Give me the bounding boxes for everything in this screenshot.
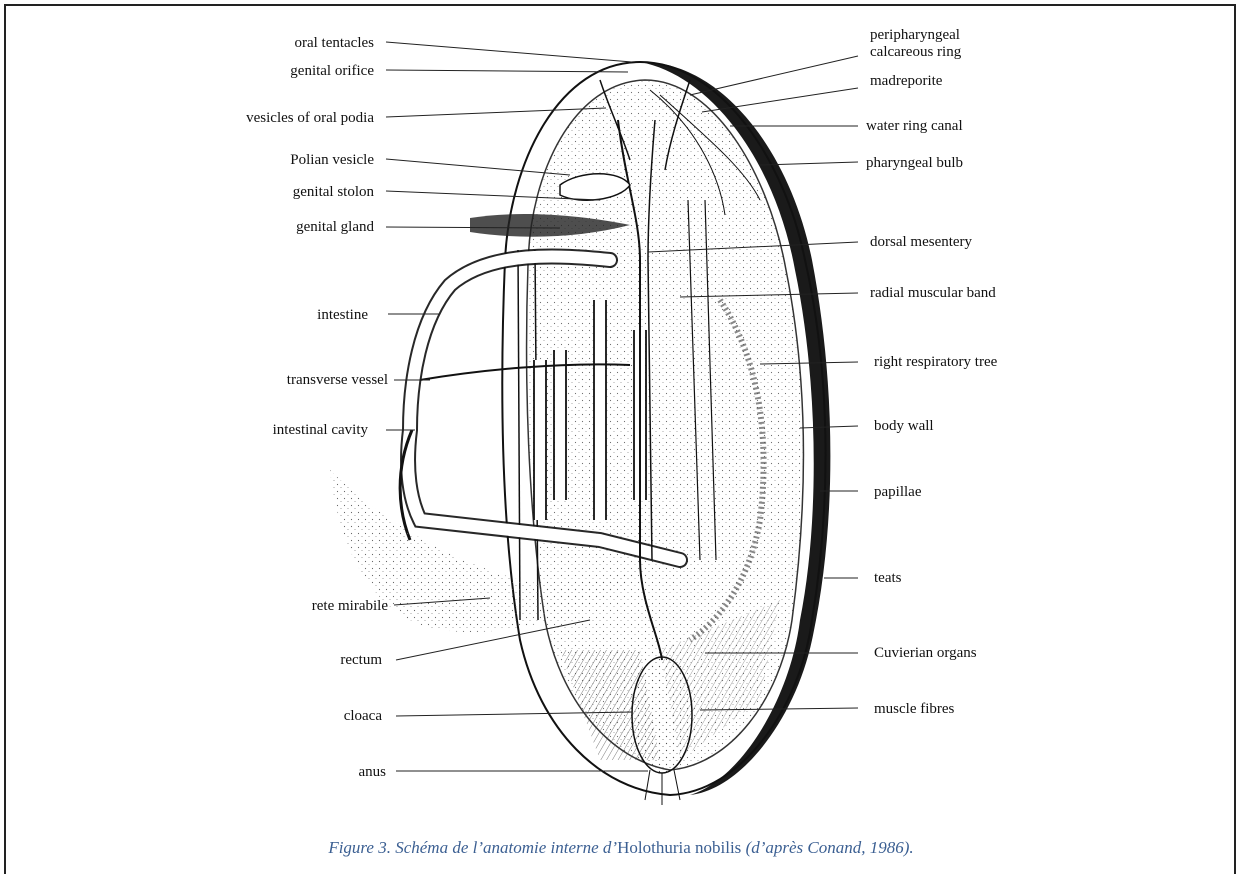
label-dorsal-mesentery: dorsal mesentery	[870, 234, 972, 250]
label-right-respiratory-tree: right respiratory tree	[874, 354, 997, 370]
label-oral-tentacles: oral tentacles	[294, 35, 374, 51]
label-polian-vesicle: Polian vesicle	[290, 152, 374, 168]
label-intestine: intestine	[317, 307, 368, 323]
anus-tip	[645, 770, 680, 805]
label-intestinal-cavity: intestinal cavity	[273, 422, 368, 438]
label-genital-orifice: genital orifice	[290, 63, 374, 79]
label-teats: teats	[874, 570, 902, 586]
figure-caption: Figure 3. Schéma de l’anatomie interne d…	[0, 838, 1242, 858]
label-water-ring-canal: water ring canal	[866, 118, 963, 134]
radial-band-1	[518, 250, 520, 620]
label-genital-stolon: genital stolon	[293, 184, 374, 200]
caption-suffix: (d’après Conand, 1986).	[741, 838, 913, 857]
caption-species: Holothuria nobilis	[617, 838, 741, 857]
label-muscle-fibres: muscle fibres	[874, 701, 954, 717]
label-cuvierian-organs: Cuvierian organs	[874, 645, 977, 661]
label-anus: anus	[359, 764, 387, 780]
label-madreporite: madreporite	[870, 73, 942, 89]
label-peripharyngeal: peripharyngeal	[870, 27, 960, 43]
caption-prefix: Figure 3. Schéma de l’anatomie interne d…	[328, 838, 617, 857]
label-transverse-vessel: transverse vessel	[287, 372, 388, 388]
cloaca-shape	[632, 657, 692, 773]
label-rectum: rectum	[340, 652, 382, 668]
label-genital-gland: genital gland	[296, 219, 374, 235]
label-body-wall: body wall	[874, 418, 934, 434]
label-radial-muscular-band: radial muscular band	[870, 285, 996, 301]
label-calcareous-ring: calcareous ring	[870, 44, 961, 60]
label-papillae: papillae	[874, 484, 921, 500]
label-vesicles-oral-podia: vesicles of oral podia	[246, 110, 374, 126]
label-cloaca: cloaca	[344, 708, 382, 724]
label-pharyngeal-bulb: pharyngeal bulb	[866, 155, 963, 171]
label-rete-mirabile: rete mirabile	[312, 598, 388, 614]
